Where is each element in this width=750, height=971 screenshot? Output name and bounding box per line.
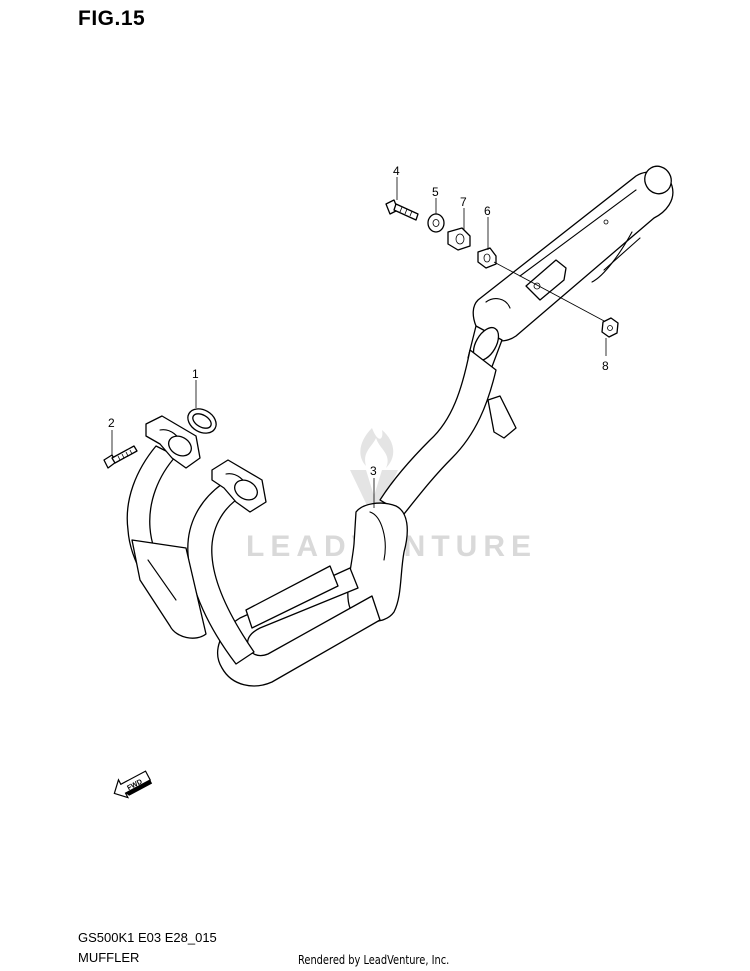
callout-1: 1 — [192, 367, 199, 381]
callout-7: 7 — [460, 195, 467, 209]
callout-5: 5 — [432, 185, 439, 199]
part-5-washer — [427, 213, 445, 233]
assembly-axis — [493, 261, 607, 323]
exhaust-pipe — [126, 325, 503, 687]
diagram-name: MUFFLER — [78, 950, 140, 965]
muffler-canister — [472, 165, 674, 439]
part-8-nut — [601, 317, 619, 338]
callout-8: 8 — [602, 359, 609, 373]
callout-leaders — [111, 177, 607, 508]
pipe-clamp-left — [145, 415, 201, 469]
render-credit: Rendered by LeadVenture, Inc. — [298, 953, 450, 967]
part-7-cushion — [447, 227, 471, 251]
callout-6: 6 — [484, 204, 491, 218]
figure-title: FIG.15 — [78, 7, 146, 30]
callout-2: 2 — [108, 416, 115, 430]
part-2-bolt — [103, 445, 138, 469]
diagram-code: GS500K1 E03 E28_015 — [78, 930, 217, 945]
pipe-clamp-right — [211, 459, 267, 513]
fwd-arrow-icon: FWD — [113, 770, 153, 799]
callout-4: 4 — [393, 164, 400, 178]
callout-3: 3 — [370, 464, 377, 478]
part-6-spacer — [477, 247, 497, 269]
part-4-bolt — [385, 199, 419, 221]
part-1-gasket — [187, 408, 217, 434]
